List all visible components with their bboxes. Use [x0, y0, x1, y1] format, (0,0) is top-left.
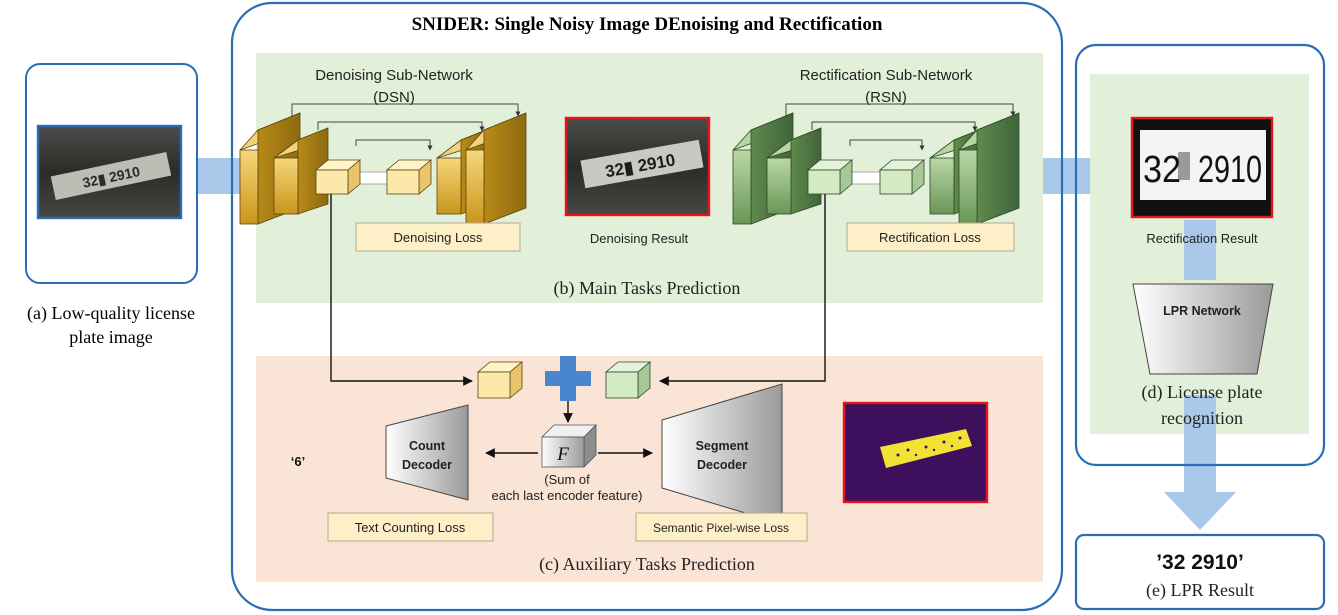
dsn-block-4 — [385, 159, 433, 195]
count-decoder-label-line2: Decoder — [402, 458, 452, 472]
lpr-result-label: (e) LPR Result — [1146, 580, 1254, 601]
rsn-title-line1: Rectification Sub-Network — [800, 67, 973, 84]
count-decoder — [385, 404, 469, 501]
rsn-block-3 — [806, 159, 854, 195]
recognition-label-line2: recognition — [1161, 408, 1243, 428]
lpr-network — [1132, 283, 1274, 375]
lpr-result-value: ’32 2910’ — [1156, 551, 1244, 574]
dsn-title-line2: (DSN) — [373, 89, 415, 106]
rsn-skip-connections — [785, 103, 1016, 151]
dsn-block-3 — [314, 159, 362, 195]
main-tasks-caption: (b) Main Tasks Prediction — [554, 278, 741, 299]
rectified-plate-text-right: 2910 — [1198, 149, 1262, 191]
count-decoder-label-line1: Count — [409, 439, 446, 453]
rectified-plate-face — [1140, 130, 1266, 200]
fused-feature-cube — [541, 424, 597, 468]
lpr-network-label: LPR Network — [1163, 304, 1241, 318]
segmentation-holes — [896, 436, 962, 457]
rectified-plate-text-left: 32 — [1143, 149, 1181, 191]
segment-decoder-label-line1: Segment — [696, 439, 750, 453]
rsn-block-4 — [878, 159, 926, 195]
rsn-block-6 — [958, 112, 1020, 225]
rsn-feature-cube — [604, 361, 652, 399]
rectification-result-label: Rectification Result — [1146, 231, 1258, 246]
sum-plus-icon — [545, 356, 591, 401]
rsn-network — [732, 112, 1020, 225]
dsn-title-line1: Denoising Sub-Network — [315, 67, 473, 84]
input-panel-label-line2: plate image — [69, 327, 152, 347]
denoised-plate-strip — [580, 139, 704, 189]
count-output: ‘6’ — [291, 454, 305, 469]
snider-frame — [230, 1, 1064, 612]
semantic-loss-box — [635, 512, 808, 542]
feature-note-line2: each last encoder feature) — [491, 488, 642, 503]
recognition-label-line1: (d) License plate — [1142, 382, 1263, 403]
aux-tasks-caption: (c) Auxiliary Tasks Prediction — [539, 554, 755, 575]
text-counting-loss-box — [327, 512, 494, 542]
encoder-feature-connectors — [330, 194, 826, 458]
dsn-skip-connections — [291, 103, 521, 151]
dsn-block-6 — [465, 112, 527, 225]
rectified-plate-smudge — [1178, 152, 1190, 180]
rectification-loss-label: Rectification Loss — [879, 230, 981, 245]
recognition-panel — [1074, 43, 1326, 467]
text-counting-loss-label: Text Counting Loss — [355, 520, 466, 535]
fused-feature-symbol: F — [556, 444, 569, 465]
rectification-loss-box — [846, 222, 1015, 252]
lpr-result-panel — [1074, 533, 1326, 611]
denoising-loss-label: Denoising Loss — [394, 230, 483, 245]
input-panel-label-line1: (a) Low-quality license — [27, 303, 195, 324]
segment-decoder-label-line2: Decoder — [697, 458, 747, 472]
semantic-loss-label: Semantic Pixel-wise Loss — [653, 521, 789, 535]
snider-title: SNIDER: Single Noisy Image DEnoising and… — [412, 14, 883, 35]
dsn-network — [239, 112, 527, 225]
rsn-title-line2: (RSN) — [865, 89, 907, 106]
feature-note-line1: (Sum of — [544, 472, 590, 487]
rsn-block-2 — [766, 127, 822, 215]
denoising-result-label: Denoising Result — [590, 231, 689, 246]
dsn-feature-cube — [476, 361, 524, 399]
input-plate-strip — [50, 151, 172, 201]
denoising-loss-box — [355, 222, 521, 252]
